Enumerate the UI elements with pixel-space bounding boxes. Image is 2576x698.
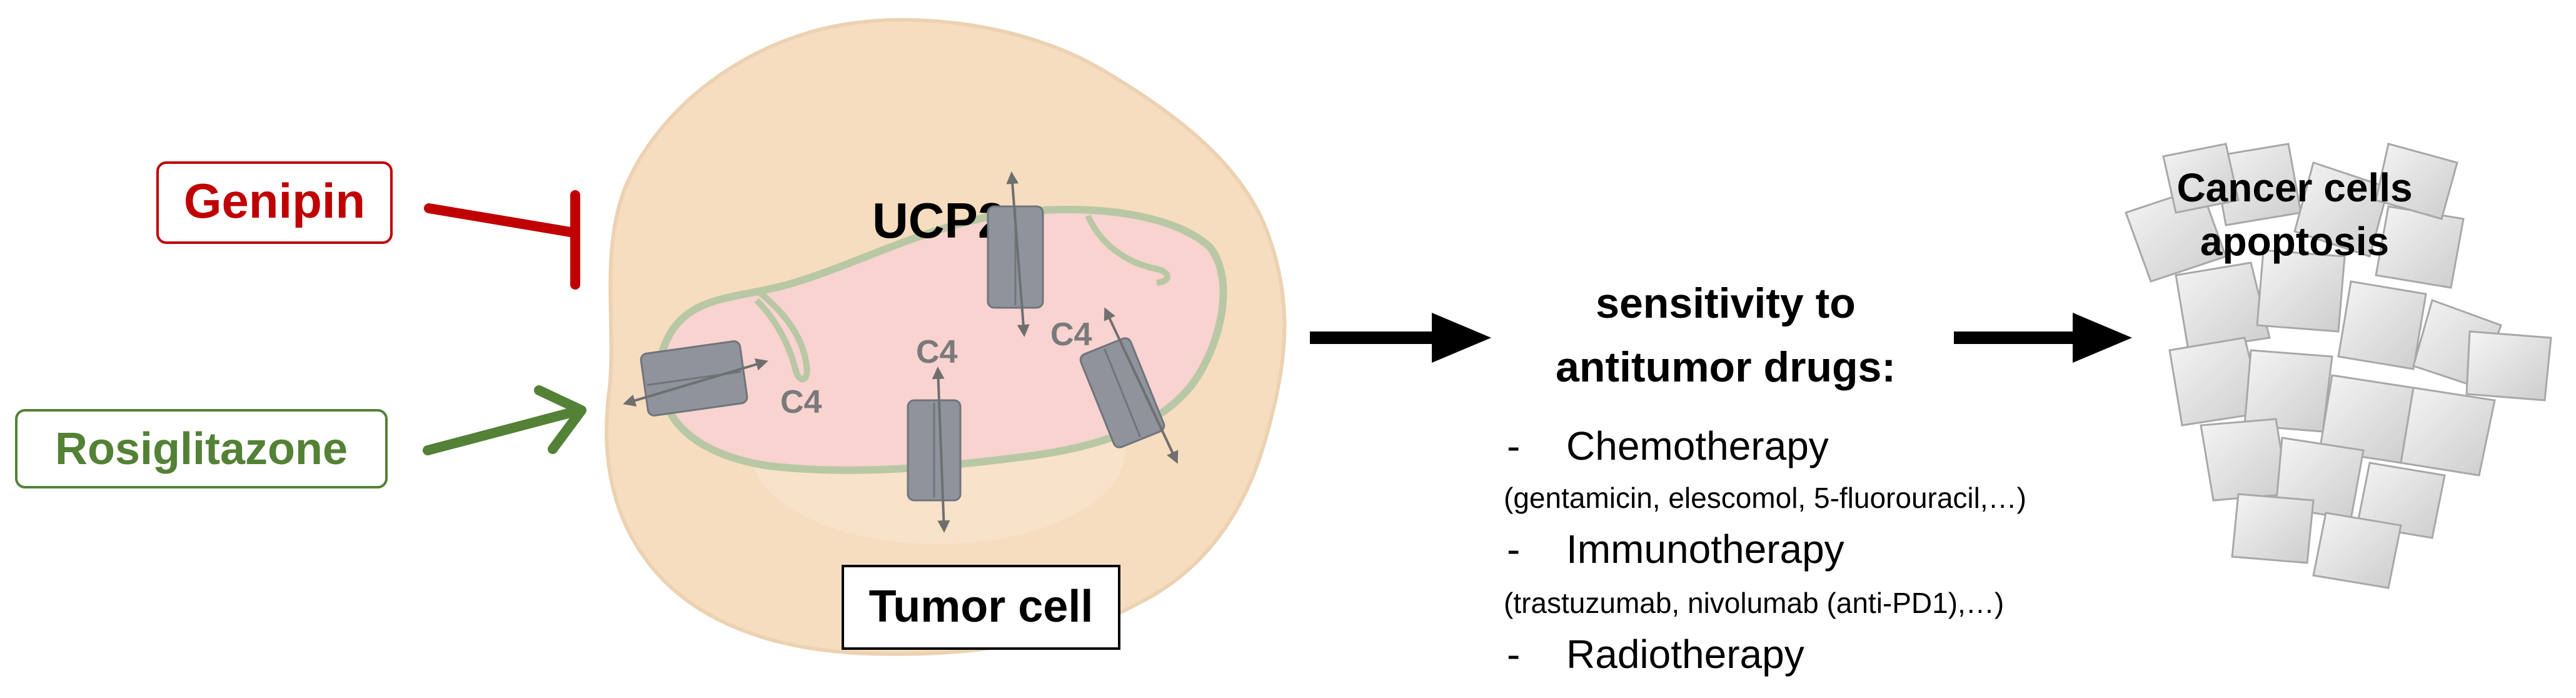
genipin-box — [156, 161, 393, 244]
ucp2-channel — [987, 171, 1044, 337]
apoptosis-label-line1: Cancer cells — [2176, 165, 2412, 210]
genipin-label: Genipin — [184, 173, 365, 228]
c4-label: C4 — [916, 334, 958, 370]
activation-arrow-shaft — [423, 408, 575, 455]
genipin-group: Genipin — [156, 161, 580, 290]
list-bullet: - — [1507, 527, 1520, 572]
tumor-cell: UCP2 C4 C4 C4 Tumor cell — [605, 18, 1287, 656]
therapy-name: Chemotherapy — [1566, 423, 1829, 468]
apoptosis-label-line2: apoptosis — [2200, 219, 2389, 264]
c4-label: C4 — [780, 384, 822, 420]
rosiglitazone-label: Rosiglitazone — [55, 424, 348, 474]
ucp2-channel — [907, 367, 962, 533]
therapy-name: Immunotherapy — [1566, 527, 1844, 572]
activation-arrowhead — [534, 385, 586, 454]
c4-label: C4 — [1050, 316, 1092, 353]
therapy-examples: (gentamicin, elescomol, 5-fluorouracil,…… — [1504, 482, 2026, 514]
apoptotic-cell-debris — [2125, 143, 2552, 589]
rosiglitazone-group: Rosiglitazone — [15, 385, 586, 488]
flow-arrow-2 — [1954, 313, 2132, 363]
sensitivity-title-line2: antitumor drugs: — [1556, 343, 1896, 391]
crista-2 — [1085, 214, 1170, 286]
tumor-cell-label-box — [842, 565, 1120, 650]
sensitivity-title-line1: sensitivity to — [1596, 280, 1856, 327]
flow-arrow-1 — [1310, 313, 1491, 363]
tumor-cell-label: Tumor cell — [869, 582, 1094, 632]
rosiglitazone-box — [15, 409, 388, 488]
ucp2-channel — [1079, 307, 1179, 464]
therapy-name: Radiotherapy — [1566, 632, 1804, 677]
list-bullet: - — [1507, 423, 1520, 468]
inhibition-line — [424, 203, 579, 238]
ucp2-channel — [623, 340, 768, 417]
therapy-examples: (trastuzumab, nivolumab (anti-PD1),…) — [1504, 587, 2004, 619]
list-bullet: - — [1507, 632, 1520, 677]
crista-1 — [754, 290, 810, 383]
ucp2-label: UCP2 — [872, 193, 1005, 248]
sensitivity-panel: sensitivity to antitumor drugs: - Chemot… — [1504, 280, 2026, 677]
mitochondrion — [656, 206, 1227, 474]
